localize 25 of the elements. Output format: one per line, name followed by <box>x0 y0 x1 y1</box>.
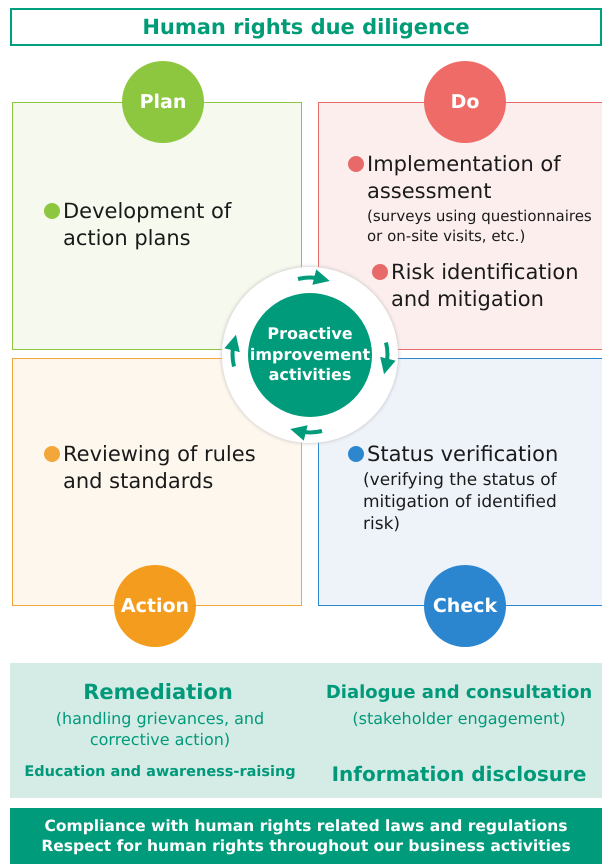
title-banner: Human rights due diligence <box>10 8 602 46</box>
statement-text: Compliance with human rights related laws and regulations <box>44 816 568 836</box>
body-text: (surveys using questionnaires or on-site visits, etc.) <box>367 207 593 246</box>
body-text: Status verification <box>367 441 560 468</box>
body-text: Education and awareness-raising <box>23 763 297 782</box>
body-text: Remediation <box>82 679 234 706</box>
phase-circle: Plan <box>122 61 204 143</box>
cycle-arrow <box>224 334 240 367</box>
cycle-arrow <box>290 425 322 441</box>
cycle-arrow <box>298 269 330 285</box>
body-text: (stakeholder engagement) <box>351 709 567 730</box>
center-circle: Proactive improvement activities <box>248 293 372 417</box>
cycle-arrow <box>380 342 396 374</box>
info-panel <box>10 663 602 798</box>
banner <box>10 808 602 864</box>
statement-text: Respect for human rights throughout our business activities <box>40 836 572 856</box>
body-text: Risk identification and mitigation <box>391 259 580 314</box>
body-text: (handling grievances, and corrective action) <box>54 709 266 751</box>
body-text: (verifying the status of mitigation of identified risk) <box>363 469 558 536</box>
body-text: Dialogue and consultation <box>324 681 594 704</box>
body-text: Development of action plans <box>63 198 233 252</box>
phase-circle: Do <box>424 61 506 143</box>
body-text: Information disclosure <box>330 761 588 787</box>
body-text: Implementation of assessment <box>367 151 562 206</box>
body-text: Reviewing of rules and standards <box>63 441 257 496</box>
